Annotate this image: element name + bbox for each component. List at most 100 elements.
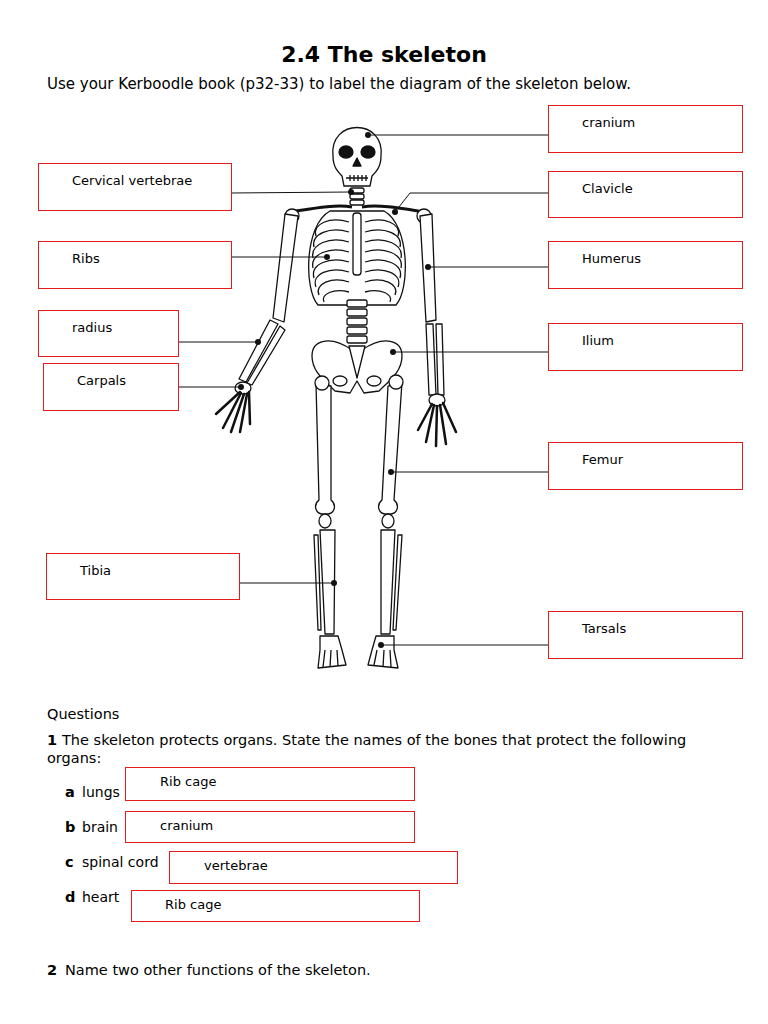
label-box: Carpals (43, 363, 179, 411)
label-box: cranium (548, 105, 743, 153)
answer-text: Rib cage (160, 774, 216, 790)
label-box: Ribs (38, 241, 232, 289)
skeleton-part (365, 280, 396, 295)
skeleton-part (367, 376, 381, 386)
bone-name: Humerus (582, 251, 641, 267)
skeleton-part (179, 342, 258, 343)
skeleton-part (393, 535, 402, 630)
skeleton-part (378, 642, 384, 648)
answer-text: vertebrae (204, 858, 268, 874)
bone-name: Cervical vertebrae (72, 173, 192, 189)
skeleton-part (374, 650, 391, 667)
skeleton-part (315, 376, 329, 390)
bone-name: Ilium (582, 333, 614, 349)
organ-name: lungs (82, 783, 120, 801)
part-letter: a (65, 783, 75, 801)
section-heading: Questions (47, 705, 119, 723)
skeleton-part (347, 300, 367, 307)
skeleton-part (418, 403, 456, 446)
skeleton-part (339, 146, 353, 158)
skeleton-part (346, 175, 368, 181)
skeleton-part (391, 472, 548, 473)
skeleton-part (365, 270, 399, 287)
bone-name: Tarsals (582, 621, 626, 637)
bone-name: Tibia (80, 563, 111, 579)
label-box: Tibia (46, 553, 240, 600)
answer-text: Rib cage (165, 897, 221, 913)
skeleton-part (365, 291, 391, 302)
label-box: Ilium (548, 323, 743, 371)
skeleton-part (436, 406, 437, 446)
question-number: 2 (47, 961, 57, 979)
bone-name: radius (72, 320, 112, 336)
skeleton-part (179, 387, 241, 388)
skeleton-part (232, 192, 351, 193)
skeleton-part (318, 636, 346, 668)
skeleton-part (395, 193, 548, 212)
label-box: Clavicle (548, 171, 743, 218)
skeleton-part (323, 291, 349, 302)
answer-text: cranium (160, 818, 213, 834)
answer-box: Rib cage (125, 767, 415, 801)
label-box: radius (38, 310, 179, 357)
skeleton-part (347, 336, 367, 343)
organ-name: spinal cord (82, 853, 159, 871)
skeleton-part (365, 132, 371, 138)
bone-name: Carpals (77, 373, 126, 389)
answer-box: cranium (125, 811, 415, 843)
skeleton-part (309, 211, 406, 305)
label-box: Cervical vertebrae (38, 163, 232, 211)
label-box: Femur (548, 442, 743, 490)
skeleton-part (350, 200, 364, 205)
skeleton-part (333, 128, 381, 187)
skeleton-part (315, 270, 349, 287)
skeleton-part (388, 469, 394, 475)
skeleton-part (426, 324, 436, 395)
worksheet-title: 2.4 The skeleton (0, 41, 768, 69)
skeleton-part (347, 318, 367, 325)
skeleton (216, 128, 456, 669)
part-letter: d (65, 888, 75, 906)
skeleton-part (216, 392, 250, 432)
skeleton-part (347, 309, 367, 316)
skeleton-part (247, 326, 285, 385)
skeleton-part (392, 209, 398, 215)
skeleton-part (440, 405, 446, 444)
answer-box: vertebrae (169, 851, 458, 884)
skeleton-part (353, 158, 361, 166)
organ-name: heart (82, 888, 119, 906)
question-number: 1 (47, 731, 57, 749)
skeleton-part (240, 583, 334, 584)
skeleton-part (390, 349, 396, 355)
skeleton-part (443, 403, 456, 432)
skeleton-part (255, 339, 261, 345)
question-text: Name two other functions of the skeleton… (65, 961, 371, 979)
skeleton-part (368, 135, 548, 136)
organ-name: brain (82, 818, 118, 836)
skeleton-part (318, 280, 349, 295)
skeleton-part (361, 146, 375, 158)
skeleton-part (353, 213, 361, 275)
skeleton-part (331, 580, 337, 586)
leader-dots (238, 132, 431, 648)
instruction-text: Use your Kerboodle book (p32-33) to labe… (47, 75, 631, 93)
answer-box: Rib cage (131, 890, 420, 922)
skeleton-part (316, 384, 335, 514)
skeleton-part (382, 514, 394, 528)
skeleton-part (238, 384, 244, 390)
part-letter: b (65, 818, 75, 836)
skeleton-part (379, 382, 402, 514)
skeleton-part (273, 214, 298, 322)
skeleton-part (389, 375, 403, 389)
skeleton-part (420, 214, 436, 322)
bone-name: cranium (582, 115, 635, 131)
skeleton-part (368, 636, 398, 668)
bone-name: Femur (582, 452, 623, 468)
skeleton-part (333, 376, 347, 386)
skeleton-part (425, 264, 431, 270)
skeleton-part (348, 189, 354, 195)
skeleton-part (393, 352, 548, 353)
bone-name: Clavicle (582, 181, 633, 197)
skeleton-part (319, 514, 331, 528)
